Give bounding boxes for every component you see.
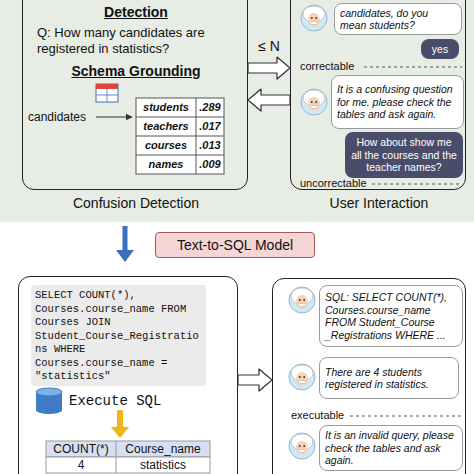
dashed-divider [372,184,462,185]
table-line [116,441,117,473]
table-cell: teachers [136,117,196,136]
user-bubble: yes [421,39,459,59]
chat-bubble: There are 4 students registered in stati… [319,357,459,399]
avatar [289,433,315,459]
arrow-shaft [117,410,123,428]
chat-bubble: It is a confusing question for me. pleas… [331,75,464,129]
table-cell: names [136,155,196,174]
grounding-arrow [96,116,132,117]
table-cell: .013 [196,136,224,155]
down-arrow [116,226,134,262]
table-icon-header [96,84,118,89]
panel-caption: Confusion Detection [23,195,249,211]
table-line [136,136,224,137]
hollow-arrow [238,369,272,391]
table-line [196,98,197,174]
chat-bubble: candidates, do you mean students? [334,3,462,35]
table-row [46,457,210,473]
chat-bubble: SQL: SELECT COUNT(*), Courses.course_nam… [319,285,463,347]
table-line [136,155,224,156]
table-cell: .009 [196,155,224,174]
top-panel [0,0,474,222]
table-header [46,441,210,457]
arrow-head [116,250,134,262]
table-cell: COUNT(*) [46,441,116,457]
db-top [36,388,62,396]
arrow-shaft [123,226,128,251]
user-bubble: How about show me all the courses and th… [345,132,463,178]
dashed-divider [350,416,462,417]
db-bottom [36,406,62,414]
edge-label: ≤ N [244,38,294,54]
grounding-term: candidates [28,110,96,124]
code-box: SELECT COUNT(*), Courses.course_name FRO… [31,285,206,386]
panel-box: executable SQL: SELECT COUNT(*), Courses.… [272,278,466,474]
question-text: Q: How many candidates are registered in… [37,25,242,57]
table-icon [96,84,118,102]
avatar [301,89,327,115]
node-text: yes [421,39,459,59]
node-text: There are 4 students registered in stati… [320,358,458,398]
yellow-arrow [111,410,129,438]
arrow-head [111,427,129,438]
result-table [46,441,210,473]
section-heading: Detection [23,4,249,20]
chat-bubble: It is an invalid query, please check the… [319,425,463,471]
node-text: SELECT COUNT(*), Courses.course_name FRO… [31,285,206,386]
hollow-arrow [248,57,290,79]
model-box: Text-to-SQL Model [155,232,315,258]
panel-box: User Interactioncandidates, do you mean … [290,0,466,190]
node-text: SQL: SELECT COUNT(*), Courses.course_nam… [320,286,462,346]
step-label: Execute SQL [69,393,209,409]
table-cell: .289 [196,98,224,117]
table-cell: 4 [46,457,116,473]
node-text: It is an invalid query, please check the… [320,426,462,470]
hollow-arrow [248,89,290,111]
dashed-divider [364,67,462,68]
table-cell: courses [136,136,196,155]
divider-label: correctable [300,60,364,72]
database-icon [36,388,62,414]
node-text: Text-to-SQL Model [156,233,314,257]
table-icon-body [96,84,118,102]
score-table [136,98,224,174]
avatar [289,364,315,390]
node-text: How about show me all the courses and th… [345,132,463,178]
node-text: It is a confusing question for me. pleas… [332,76,463,128]
avatar [289,287,315,313]
table-border [136,98,224,174]
panel-caption: User Interaction [291,195,467,211]
avatar [301,5,327,31]
divider-label: uncorrectable [300,177,372,189]
table-icon-line [107,89,108,102]
table-line [136,117,224,118]
table-cell: Course_name [116,441,210,457]
table-cell: statistics [116,457,210,473]
table-cell: students [136,98,196,117]
node-text: candidates, do you mean students? [335,4,461,34]
divider-label: executable [291,409,371,421]
section-heading: Schema Grounding [23,63,249,79]
table-cell: .017 [196,117,224,136]
